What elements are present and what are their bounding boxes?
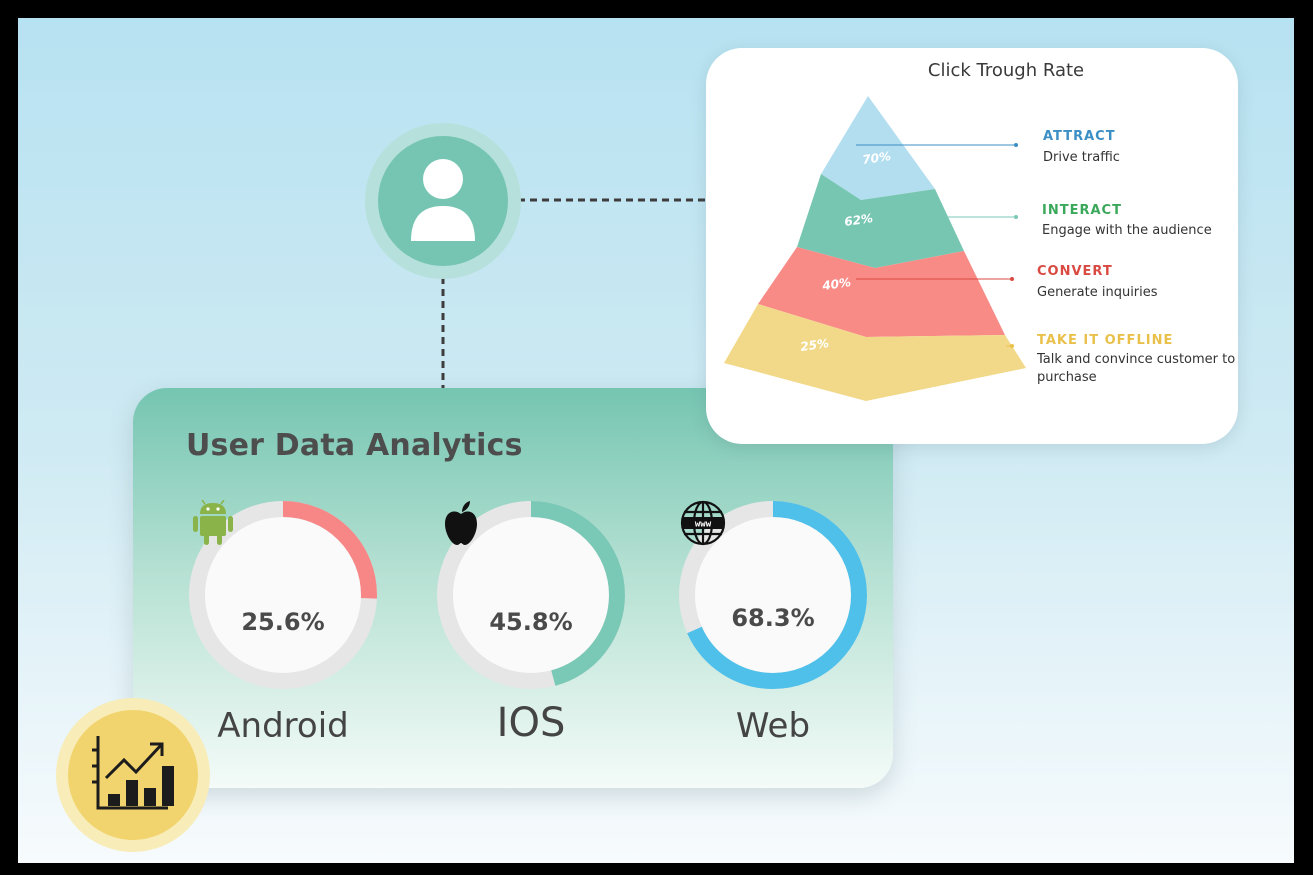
tier-interact-description: Engage with the audience [1042,223,1212,238]
globe-www-icon: www [680,500,726,546]
gauge-inner [452,516,610,674]
android-gauge: 25.6% [188,500,378,690]
growth-chart-icon [92,736,174,810]
gauge-progress-arc [189,501,377,689]
analytics-title: User Data Analytics [186,428,523,463]
web-label: Web [735,706,811,746]
android-value: 25.6% [241,608,325,636]
gauge-ring [437,501,625,689]
ios-gauge: 45.8% [436,500,626,690]
apple-icon [445,501,477,545]
ctr-title: Click Trough Rate [927,60,1085,81]
svg-text:www: www [695,520,712,530]
web-value: 68.3% [731,604,815,632]
tier-interact [797,174,964,268]
tier-attract-pct: 70% [861,149,891,167]
tier-take-offline [724,304,1026,401]
dashed-connectors [441,198,708,388]
tier-take-offline-description: Talk and convince customer to purchase [1037,352,1236,385]
tier-convert-pct: 40% [820,275,851,293]
tier-convert [758,247,1005,337]
user-icon [411,159,475,241]
tier-attract [821,96,935,200]
android-icon [193,500,233,545]
gauge-progress-arc [437,501,625,689]
infographic-canvas: User Data Analytics 25.6% [18,18,1294,863]
tier-attract-description: Drive traffic [1043,150,1120,165]
gauge-inner [204,516,362,674]
tier-take-offline-pct: 25% [799,336,829,354]
user-data-analytics-card: User Data Analytics 25.6% [133,388,893,788]
user-avatar [378,136,508,266]
ios-label: IOS [496,700,566,746]
gauge-inner [694,516,852,674]
tier-interact-heading: INTERACT [1042,203,1122,218]
growth-chart-badge [56,698,210,852]
tier-take-offline-heading: TAKE IT OFFLINE [1037,333,1174,348]
gauge-ring [189,501,377,689]
web-gauge: www 68.3% [678,500,868,690]
tier-attract-heading: ATTRACT [1043,129,1116,144]
gauge-ring [679,501,867,689]
ios-value: 45.8% [489,608,573,636]
tier-convert-heading: CONVERT [1037,264,1113,279]
tier-convert-description: Generate inquiries [1037,285,1158,300]
ctr-pyramid: 70% 62% 40% 25% [724,96,1026,401]
user-avatar-ring [365,123,521,279]
gauge-progress-arc [679,501,867,689]
click-through-rate-card: Click Trough Rate 70% 62% 40% 25% ATTRAC… [706,48,1238,444]
tier-leader-lines [856,143,1018,348]
android-label: Android [217,706,349,746]
growth-chart-circle [68,710,198,840]
tier-interact-pct: 62% [843,211,873,229]
